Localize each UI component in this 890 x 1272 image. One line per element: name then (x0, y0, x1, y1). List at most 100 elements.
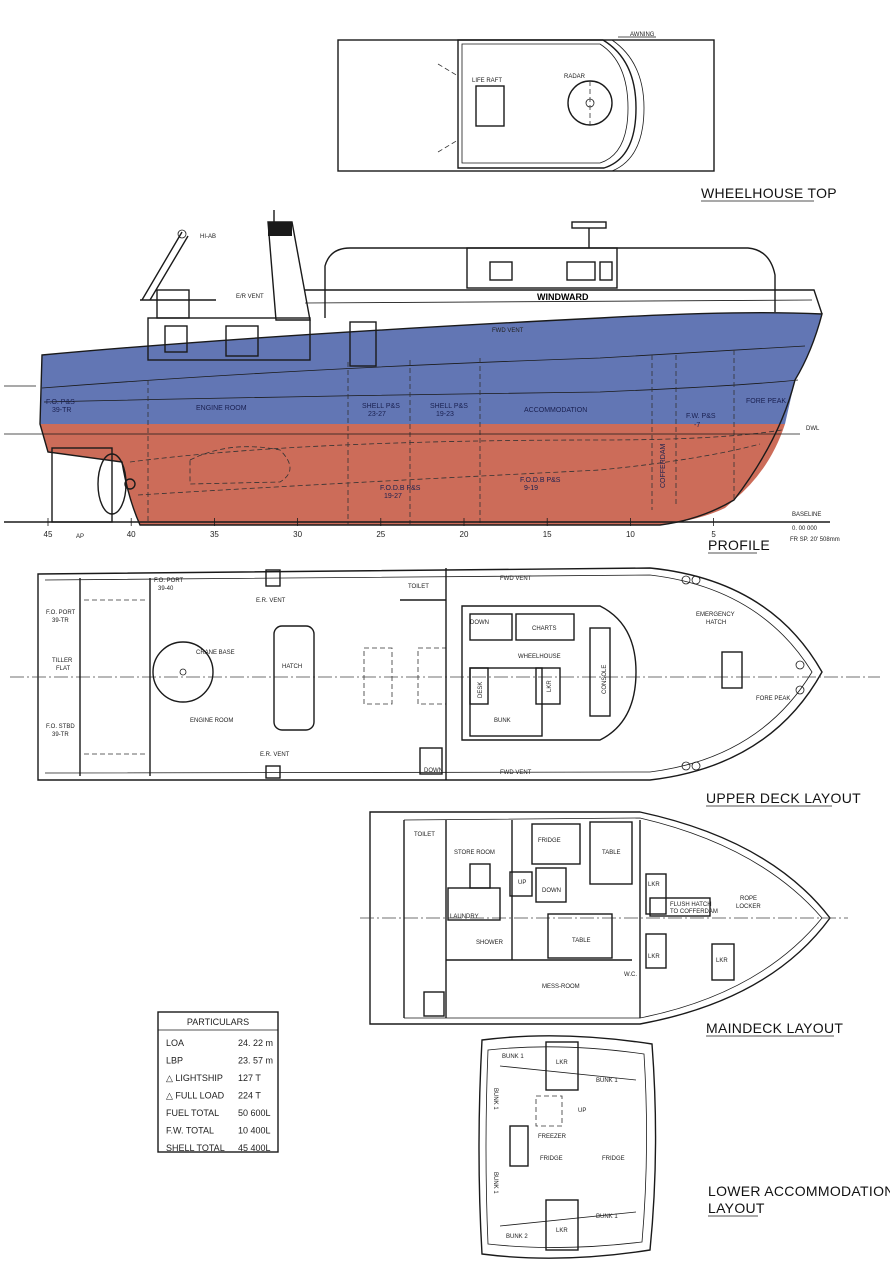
radar-scanner (567, 80, 613, 126)
shell-ps-1-label: SHELL P&S (362, 403, 400, 410)
baseline-label: BASELINE (792, 512, 821, 518)
lower-hull-band (40, 424, 785, 525)
frame-tick-label: 35 (210, 530, 219, 539)
dwl-label: DWL (806, 426, 820, 432)
fwd-vent-bottom-label: FWD VENT (500, 770, 532, 776)
lkr-lower-top: LKR (556, 1060, 568, 1066)
mess-room-label: MESS-ROOM (542, 984, 580, 990)
laundry-label: LAUNDRY (450, 914, 479, 920)
particulars-row-value: 224 T (238, 1091, 261, 1101)
life-raft-box (475, 85, 505, 127)
fo-port-frames: 39-40 (158, 586, 174, 592)
er-vent-bottom-label: E.R. VENT (260, 752, 290, 758)
fo-port-label: F.O. PORT (154, 578, 184, 584)
table-mid-label: TABLE (572, 938, 591, 944)
particulars-row-label: △ LIGHTSHIP (166, 1073, 223, 1083)
toilet-upper-label: TOILET (408, 584, 429, 590)
engine-room-plan-label: ENGINE ROOM (190, 718, 233, 724)
down-label-2: DOWN (424, 768, 443, 774)
console-label: CONSOLE (602, 665, 608, 694)
store-room-label: STORE ROOM (454, 850, 495, 856)
emergency-hatch-label-1: EMERGENCY (696, 612, 735, 618)
baseline-coords: 0. 00 000 (792, 526, 818, 532)
fodb-2-frames: 9-19 (524, 485, 538, 492)
hiab-label: HI-AB (200, 234, 216, 240)
down-main-label: DOWN (542, 888, 561, 894)
charts-label: CHARTS (532, 626, 557, 632)
ap-label: AP (76, 534, 84, 540)
fridge-lower-2: FRIDGE (602, 1156, 625, 1162)
funnel-top (268, 222, 292, 236)
freezer-label: FREEZER (538, 1134, 567, 1140)
er-vent-profile-label: E/R VENT (236, 294, 264, 300)
bunk-left-bottom-label: BUNK 1 (492, 1172, 498, 1194)
fo-ps-frames: 39-TR (52, 407, 71, 414)
wheelhouse-top-title: WHEELHOUSE TOP (701, 185, 837, 201)
fw-ps-label: F.W. P&S (686, 413, 716, 420)
fodb-1-frames: 19-27 (384, 493, 402, 500)
bunk-bl-label: BUNK 2 (506, 1234, 528, 1240)
tiller-flat-label-2: FLAT (56, 666, 71, 672)
desk-label: DESK (478, 682, 484, 698)
fore-peak-profile-label: FORE PEAK (746, 398, 786, 405)
hatch-rect (273, 625, 315, 731)
bunk-left-top-label: BUNK 1 (492, 1088, 498, 1110)
fw-ps-frames: -7 (694, 422, 700, 429)
bunk-br-label: BUNK 1 (596, 1214, 618, 1220)
upper-hull-band (40, 312, 822, 424)
shower-label: SHOWER (476, 940, 504, 946)
down-label-1: DOWN (470, 620, 489, 626)
life-raft-label: LIFE RAFT (472, 78, 502, 84)
er-vent-top-label: E.R. VENT (256, 598, 286, 604)
lkr-upper-label: LKR (547, 680, 553, 692)
rope-locker-label-1: ROPE (740, 896, 757, 902)
fore-peak-plan-label: FORE PEAK (756, 696, 790, 702)
shell-ps-2-frames: 19-23 (436, 411, 454, 418)
particulars-row-label: F.W. TOTAL (166, 1126, 214, 1136)
particulars-row-value: 45 400L (238, 1143, 271, 1153)
tiller-flat-label-1: TILLER (52, 658, 73, 664)
particulars-row-label: LBP (166, 1056, 183, 1066)
toilet-main-label: TOILET (414, 832, 435, 838)
frame-tick-label: 45 (44, 530, 53, 539)
fwd-vent-profile-label: FWD VENT (492, 328, 524, 334)
rope-locker-label-2: LOCKER (736, 904, 761, 910)
awning-label: AWNING (630, 32, 655, 38)
fo-stbd-frames: 39-TR (52, 732, 69, 738)
frame-tick-label: 20 (460, 530, 469, 539)
wheelhouse-top-view: LIFE RAFT RADAR AWNING WHEELHOUSE TOP (337, 32, 837, 202)
lkr-main-3: LKR (716, 958, 728, 964)
particulars-row-label: FUEL TOTAL (166, 1108, 219, 1118)
cofferdam-label: COFFERDAM (660, 444, 667, 489)
fo-stbd-label: F.O. STBD (46, 724, 75, 730)
profile-title: PROFILE (708, 537, 770, 553)
emergency-hatch-label-2: HATCH (706, 620, 726, 626)
lkr-lower-bottom: LKR (556, 1228, 568, 1234)
wheelhouse-plan-label: WHEELHOUSE (518, 654, 561, 660)
maindeck-plan: TOILET STORE ROOM FRIDGE TABLE UP DOWN L… (360, 811, 848, 1037)
flush-hatch-label-2: TO COFFERDAM (670, 909, 718, 915)
particulars-row-value: 127 T (238, 1073, 261, 1083)
table-top-label: TABLE (602, 850, 621, 856)
particulars-row-value: 23. 57 m (238, 1056, 273, 1066)
particulars-row-label: LOA (166, 1038, 184, 1048)
fridge-lower-1: FRIDGE (540, 1156, 563, 1162)
frame-tick-label: 30 (293, 530, 302, 539)
bunk-upper-label: BUNK (494, 718, 511, 724)
fo-port-left-label: F.O. PORT (46, 610, 76, 616)
maindeck-title: MAINDECK LAYOUT (706, 1020, 843, 1036)
lower-accommodation-plan: BUNK 1 LKR BUNK 1 BUNK 1 UP FREEZER FRID… (478, 1035, 890, 1259)
fo-port-left-frames: 39-TR (52, 618, 69, 624)
particulars-row-value: 50 600L (238, 1108, 271, 1118)
fodb-1-label: F.O.D.B P&S (380, 485, 421, 492)
wc-label: W.C. (624, 972, 637, 978)
radar-label: RADAR (564, 74, 586, 80)
frame-spacing-label: FR SP. 20' 508mm (790, 537, 840, 543)
particulars-heading: PARTICULARS (187, 1017, 249, 1027)
lower-accom-title-1: LOWER ACCOMMODATION (708, 1183, 890, 1199)
upper-deck-title: UPPER DECK LAYOUT (706, 790, 861, 806)
crane-base-label: CRANE BASE (196, 650, 235, 656)
frame-tick-label: 25 (376, 530, 385, 539)
